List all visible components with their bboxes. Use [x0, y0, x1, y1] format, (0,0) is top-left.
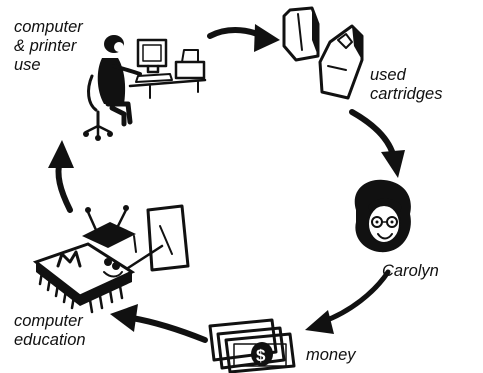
arrow-computer-to-cartridges [207, 24, 280, 52]
label-computer-education: computer education [14, 312, 86, 350]
label-line: education [14, 331, 86, 349]
dollar-bills-icon: $ [208, 318, 296, 373]
label-line: money [306, 346, 356, 364]
label-computer-printer-use: computer & printer use [14, 18, 83, 75]
label-money: money [306, 346, 356, 365]
arrow-money-to-education [110, 304, 208, 343]
label-line: & printer [14, 37, 77, 55]
chip-teacher-icon [32, 204, 190, 314]
arrow-cartridges-to-carolyn [349, 109, 405, 178]
label-line: Carolyn [382, 262, 439, 280]
label-line: use [14, 56, 41, 74]
label-carolyn: Carolyn [382, 262, 439, 281]
label-used-cartridges: used cartridges [370, 66, 442, 104]
label-line: computer [14, 18, 83, 36]
arrow-education-to-computer [48, 140, 74, 213]
ink-cartridges-icon [282, 6, 364, 100]
label-line: used [370, 66, 406, 84]
arrow-carolyn-to-money [305, 269, 391, 334]
svg-text:$: $ [256, 346, 266, 365]
woman-face-icon [354, 179, 411, 253]
label-line: cartridges [370, 85, 443, 103]
label-line: computer [14, 312, 83, 330]
computer-user-icon [83, 35, 207, 141]
